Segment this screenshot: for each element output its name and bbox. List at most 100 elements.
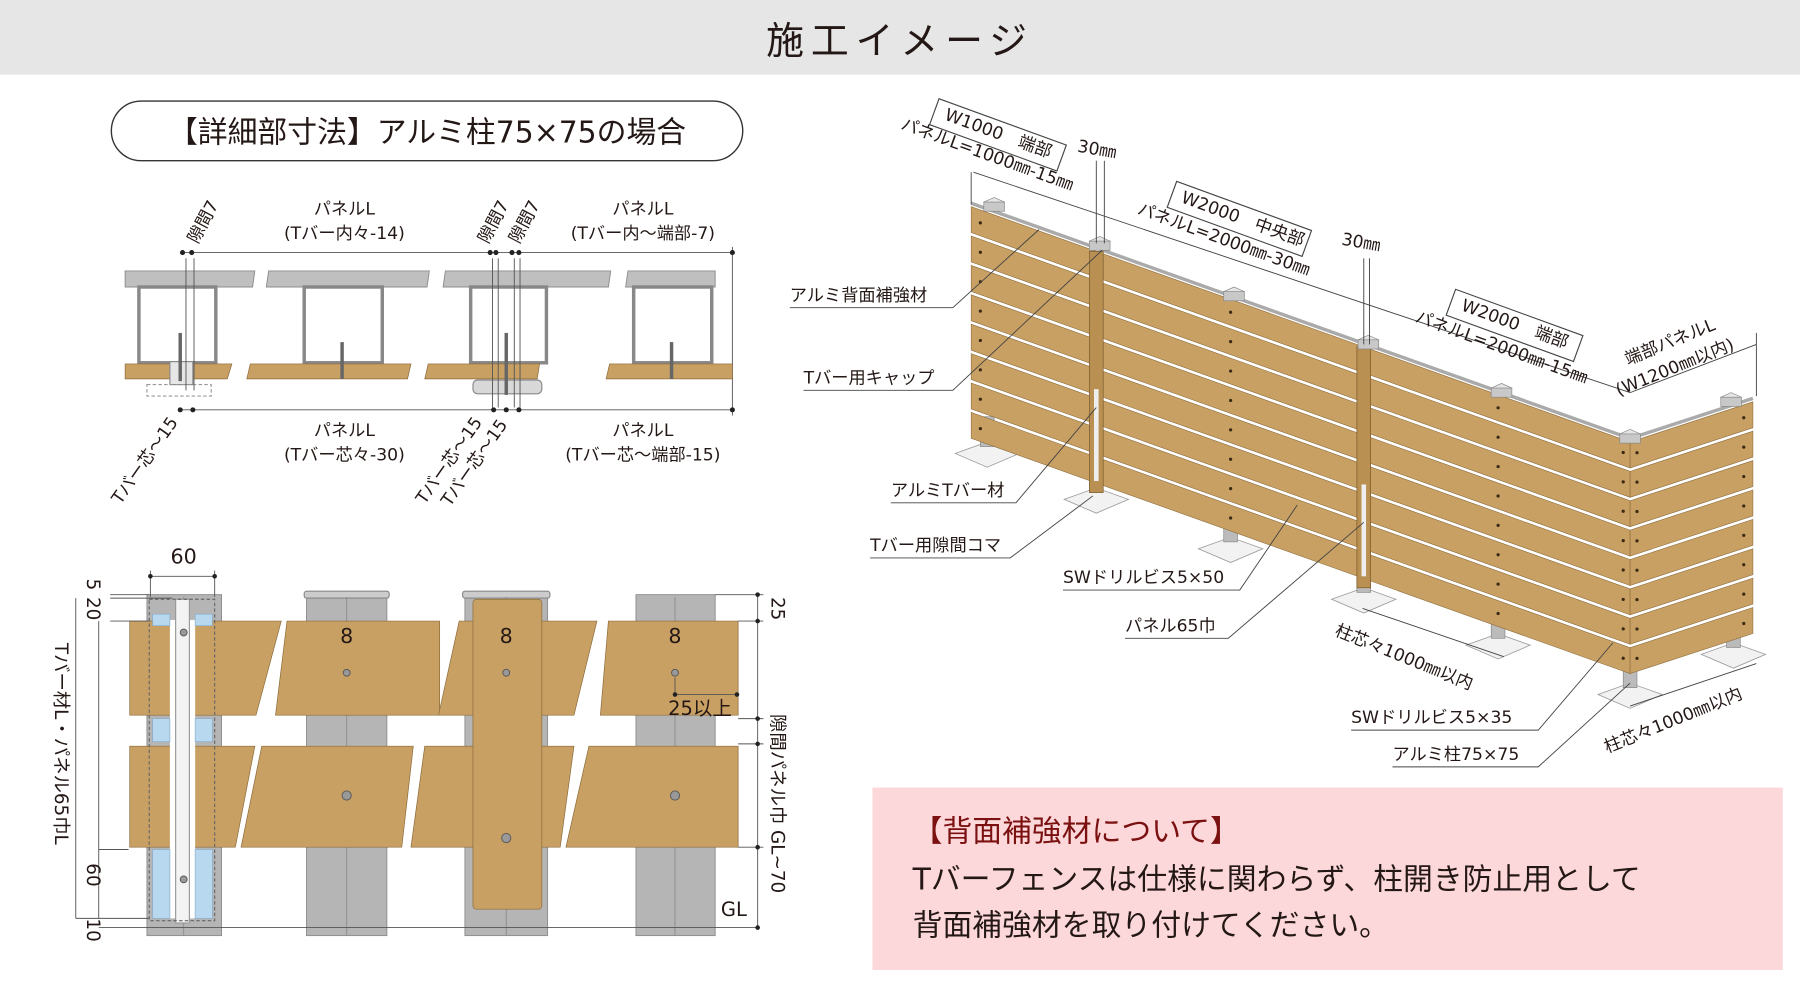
fence-slat-side: [1629, 489, 1754, 557]
dimension-20: 20: [82, 597, 103, 620]
hole-8-label: 8: [340, 624, 353, 648]
w2000-center-box: [1166, 180, 1313, 258]
screw-dot: [978, 338, 982, 343]
gap-label: 隙間7: [184, 197, 223, 246]
footing: [1700, 642, 1767, 669]
screw-dot: [1742, 592, 1746, 596]
gl-label: GL: [721, 898, 747, 921]
screw-dot: [1635, 509, 1639, 514]
panel-length-label: パネルL: [314, 421, 376, 441]
screw-dot: [1496, 494, 1500, 498]
screw-dot: [1635, 656, 1639, 661]
screw-dot: [1742, 563, 1746, 567]
screw-dot: [1742, 445, 1746, 449]
screw-dot: [1635, 480, 1639, 484]
gap-30-label: 30㎜: [1340, 230, 1382, 256]
screw-dot: [1229, 457, 1233, 461]
screw-dot: [1229, 398, 1233, 403]
dimension-60-height: 60: [82, 863, 103, 886]
part-label-spacer: Tバー用隙間コマ: [869, 536, 1001, 556]
screw-dot: [978, 250, 982, 254]
part-label-post: アルミ柱75×75: [1392, 745, 1519, 765]
fence-slat-side: [1629, 460, 1754, 528]
hole-8-label: 8: [500, 624, 513, 648]
detail-title: 【詳細部寸法】アルミ柱75×75の場合: [168, 115, 686, 150]
screw-dot: [1229, 428, 1233, 432]
tbar-gap: [1361, 484, 1367, 577]
screw-dot: [1742, 474, 1746, 479]
header-band: [0, 0, 1800, 75]
screw-dot: [1742, 416, 1746, 420]
hole-8-label: 8: [668, 624, 681, 648]
min-25-label: 25以上: [668, 697, 732, 720]
screw-dot: [1635, 627, 1639, 631]
fence-slat-side: [1629, 401, 1754, 469]
dimension-60-width: 60: [171, 545, 197, 569]
post-cap-side: [1223, 291, 1245, 302]
part-label-reinforcement: アルミ背面補強材: [790, 286, 927, 306]
screw-dot: [1496, 582, 1500, 586]
screw-dot: [1496, 523, 1500, 527]
dimension-25: 25: [766, 597, 787, 620]
screw-dot: [1621, 450, 1625, 455]
screw-dot: [1621, 480, 1625, 484]
elevation-diagram: [75, 570, 764, 937]
fence-slat-side: [1629, 548, 1754, 616]
gap-label: 隙間7: [506, 197, 545, 246]
screw-dot: [1635, 568, 1639, 572]
screw-dot: [1229, 486, 1233, 491]
panel-length-label: パネルL: [612, 421, 674, 441]
footing: [1197, 536, 1264, 563]
screw-dot: [1635, 598, 1639, 602]
screw-dot: [1229, 516, 1233, 520]
screw-dot: [1496, 406, 1500, 410]
post-cap-side: [983, 201, 1005, 212]
post-cap-side: [1357, 339, 1380, 350]
notice-line-2: 背面補強材を取り付けてください。: [913, 909, 1389, 944]
tbar-length-label: Tバー材L・パネル65巾L: [50, 642, 71, 846]
cross-section-diagram: [124, 246, 735, 416]
screw-dot: [1635, 539, 1639, 543]
detail-title-box: [110, 100, 744, 162]
screw-dot: [1621, 627, 1625, 631]
footing: [1596, 682, 1664, 709]
back-reinforcement: [970, 201, 1631, 441]
screw-dot: [1229, 310, 1233, 314]
part-label-screw-35: SWドリルビス5×35: [1351, 708, 1512, 728]
screw-dot: [978, 221, 982, 225]
screw-dot: [1742, 533, 1746, 537]
fence-slat-side: [1629, 607, 1754, 675]
part-label-tbar: アルミTバー材: [891, 481, 1005, 501]
screw-dot: [1496, 553, 1500, 557]
screw-dot: [1496, 435, 1500, 439]
screw-dot: [1496, 611, 1500, 616]
screw-dot: [1742, 621, 1746, 626]
footing: [1063, 487, 1130, 514]
screw-dot: [978, 368, 982, 372]
fence-slat-side: [1629, 577, 1754, 645]
post-cap-side: [1089, 240, 1111, 251]
screw-dot: [978, 427, 982, 431]
fence-illustration: [954, 197, 1767, 709]
screw-dot: [1621, 509, 1625, 513]
fence-slat-side: [1629, 430, 1754, 498]
post-cap-side: [1619, 433, 1641, 444]
gap-ground-label: 隙間パネル巾 GL~70: [766, 714, 787, 893]
screw-dot: [1635, 451, 1639, 455]
notice-line-1: Tバーフェンスは仕様に関わらず、柱開き防止用として: [912, 863, 1641, 898]
notice-title: 【背面補強材について】: [913, 814, 1240, 849]
dimension-5: 5: [82, 579, 103, 591]
part-label-screw-50: SWドリルビス5×50: [1063, 568, 1224, 588]
tbar-gap: [1094, 389, 1099, 482]
leader-lines: [789, 160, 1757, 768]
gap-30-label: 30㎜: [1076, 137, 1118, 163]
part-label-cap: Tバー用キャップ: [803, 368, 935, 388]
footing: [1330, 587, 1398, 614]
fence-slat-side: [1629, 518, 1754, 586]
screw-dot: [1621, 539, 1625, 543]
tbar-offset-label: Tバー芯～15: [108, 414, 183, 509]
screw-dot: [1229, 369, 1233, 373]
post-cap-side: [1490, 387, 1513, 398]
w1000-box: [928, 98, 1068, 172]
